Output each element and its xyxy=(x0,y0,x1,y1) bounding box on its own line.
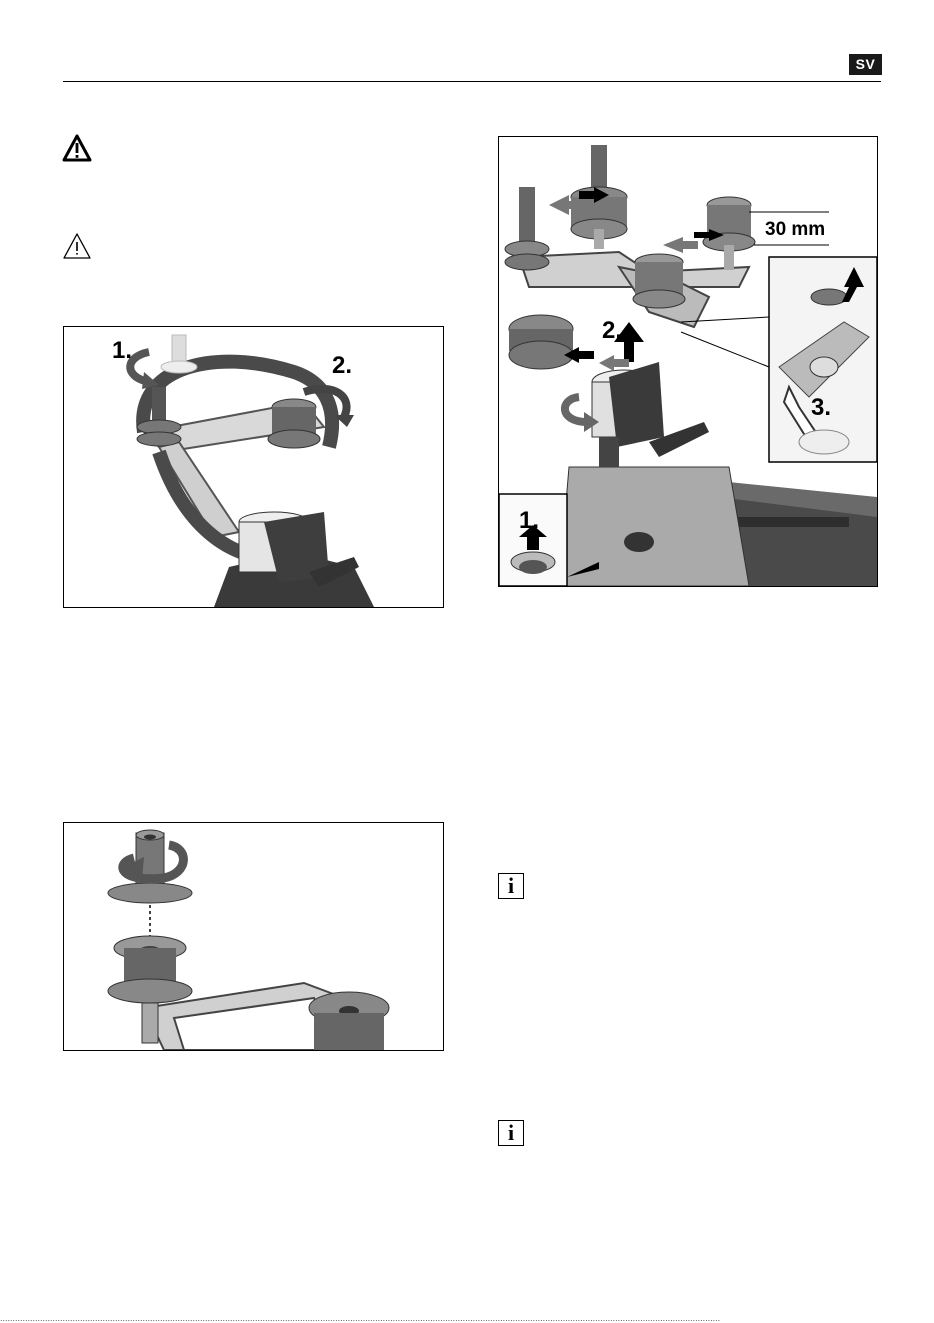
caution-triangle-icon xyxy=(62,232,92,260)
header-rule xyxy=(63,81,881,82)
footer-dotted-line: ........................................… xyxy=(0,1314,721,1323)
step-label-2: 2. xyxy=(332,352,353,379)
step-label-2: 2. xyxy=(602,317,623,344)
figure-roller-replacement: 2. 3. 1. 30 mm xyxy=(498,136,878,587)
info-icon: i xyxy=(498,1120,524,1146)
warning-triangle-icon xyxy=(62,134,92,162)
figure-tube-frame-removal: 1. 2. xyxy=(63,326,444,608)
step-label-1: 1. xyxy=(519,507,540,534)
dimension-label: 30 mm xyxy=(765,219,826,241)
step-label-3: 3. xyxy=(811,394,832,421)
figure-pin-unscrew xyxy=(63,822,444,1051)
step-label-1: 1. xyxy=(112,337,133,364)
language-badge: SV xyxy=(849,54,882,75)
info-icon: i xyxy=(498,873,524,899)
